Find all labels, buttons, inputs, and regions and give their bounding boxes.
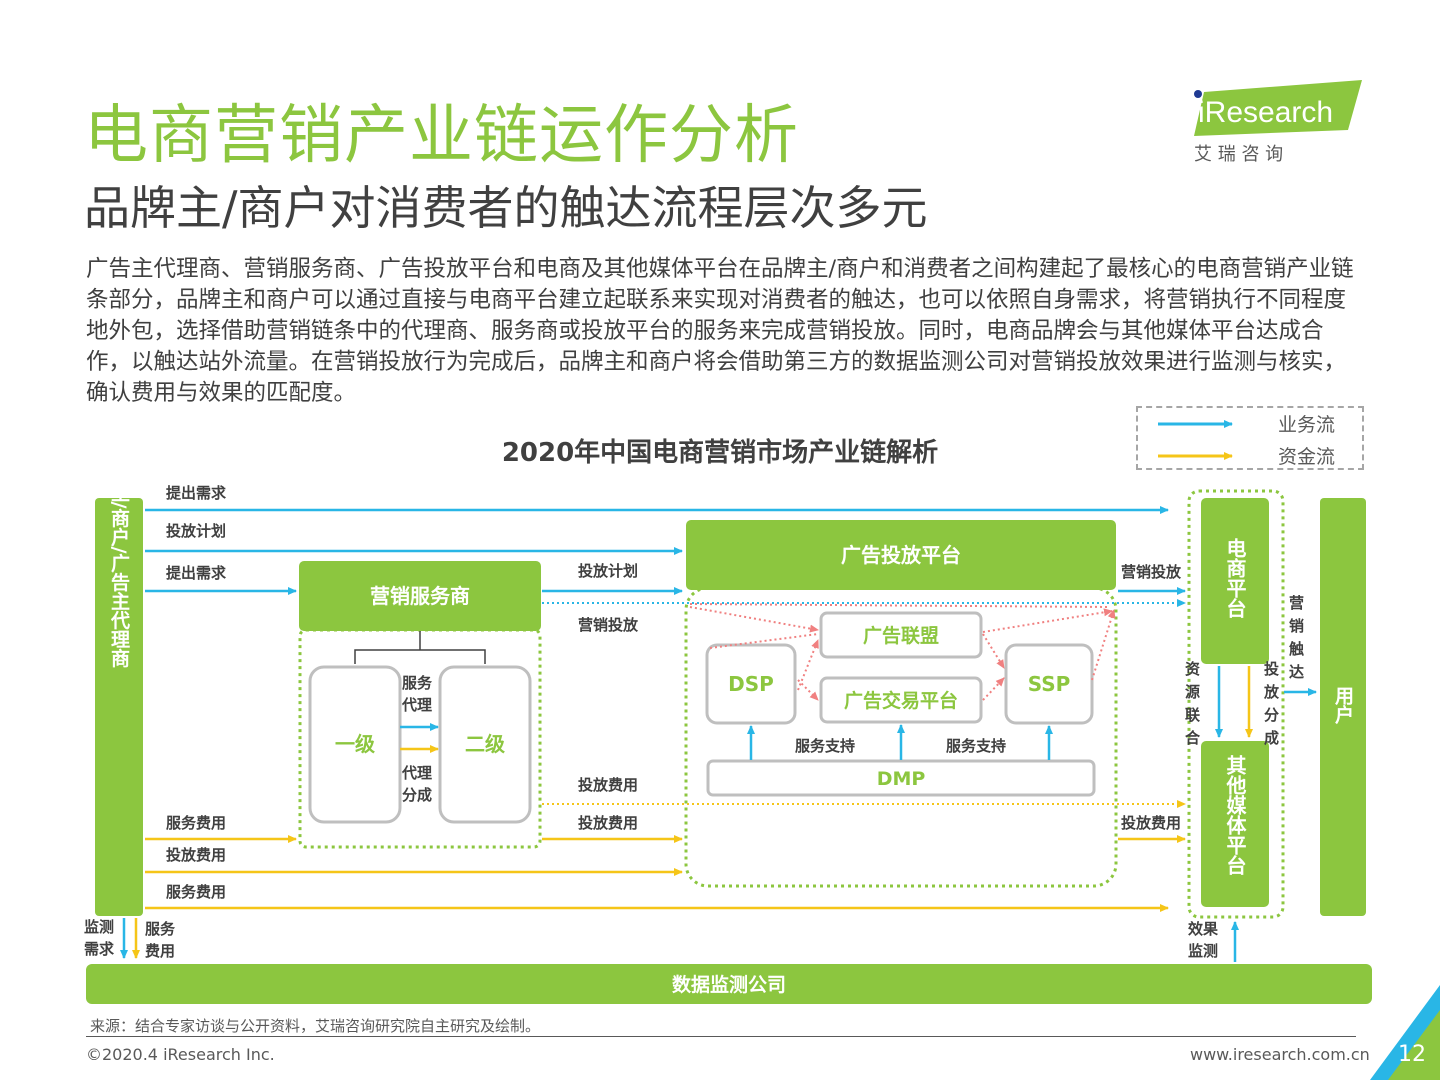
ssp-label: SSP [1028,672,1071,696]
label-effect-monitor: 效果监测 [1188,920,1219,960]
level2-node [438,665,532,824]
brand-node-label: 品牌主/商户/广告主代理商 [108,444,131,667]
page-number: 12 [1398,1042,1426,1067]
dsp-label: DSP [728,672,774,696]
logo-brand-text: iResearch [1198,96,1333,129]
label-service-fee-bottom: 服务费用 [145,920,176,960]
resource-link-label: 资源联合 [1185,660,1201,747]
logo-cn-text: 艾 瑞 咨 询 [1194,144,1283,165]
ad-exchange-node [819,676,983,724]
dsp-node [705,643,797,725]
corner-decoration-green [1388,1010,1440,1080]
label-fee-delivery-2: 投放费用 [578,814,638,832]
page-subtitle: 品牌主/商户对消费者的触达流程层次多元 [84,181,928,235]
label-fee-service-2: 服务费用 [166,883,226,901]
level-connector [354,649,486,664]
marketing-service-label: 营销服务商 [370,584,470,608]
other-media-label: 其他媒体平台 [1223,754,1247,875]
level2-label: 二级 [465,732,505,756]
label-plan-2: 投放计划 [578,562,638,580]
ssp-node [1004,643,1094,725]
media-dotted-frame [1187,489,1285,919]
brand-node [95,498,143,916]
marketing-reach-label: 营销触达 [1289,594,1305,681]
dmp-node [706,759,1096,797]
other-media-node [1201,741,1269,907]
ecommerce-label: 电商平台 [1223,538,1247,618]
marketing-service-node [299,561,541,631]
label-fee-delivery-4: 投放费用 [166,846,226,864]
ad-platform-dotted-frame [684,586,1118,888]
level1-node [308,665,402,824]
label-fee-service-1: 服务费用 [166,814,226,832]
page-title: 电商营销产业链运作分析 [84,99,799,173]
dmp-label: DMP [877,768,926,790]
legend [1136,406,1364,470]
label-marketing-delivery-2: 营销投放 [1121,563,1182,581]
delivery-share-label: 投放分成 [1264,660,1280,747]
users-node-label: 用户 [1332,686,1354,725]
ecommerce-node [1201,498,1269,664]
label-fee-delivery-3: 投放费用 [1121,814,1181,832]
ad-exchange-label: 广告交易平台 [844,689,958,712]
label-demand-1: 提出需求 [166,484,227,502]
legend-fund-label: 资金流 [1278,446,1335,468]
service-support-label-1: 服务支持 [795,737,855,755]
footer-divider [86,1036,1356,1037]
label-monitor-demand: 监测需求 [84,918,115,958]
users-node [1320,498,1366,916]
source-note: 来源：结合专家访谈与公开资料，艾瑞咨询研究院自主研究及绘制。 [90,1017,541,1035]
iresearch-logo: iResearch 艾 瑞 咨 询 [1194,80,1362,165]
level1-label: 一级 [335,732,375,756]
label-plan-1: 投放计划 [166,522,226,540]
body-paragraph: 广告主代理商、营销服务商、广告投放平台和电商及其他媒体平台在品牌主/商户和消费者… [86,256,1354,406]
legend-business-label: 业务流 [1278,414,1335,436]
ad-platform-node [686,520,1116,590]
service-support-label-2: 服务支持 [946,737,1006,755]
service-agent-label: 服务代理 [402,674,433,714]
data-monitor-label: 数据监测公司 [672,973,786,996]
label-fee-delivery-1: 投放费用 [578,776,638,794]
label-demand-2: 提出需求 [166,564,227,582]
agent-share-label: 代理分成 [402,764,433,804]
website-link[interactable]: www.iresearch.com.cn [1190,1045,1370,1064]
copyright: ©2020.4 iResearch Inc. [86,1045,275,1064]
ad-platform-label: 广告投放平台 [841,543,961,567]
ad-alliance-node [819,611,983,659]
ad-alliance-label: 广告联盟 [863,624,939,647]
label-marketing-delivery-1: 营销投放 [578,616,639,634]
diagram-title: 2020年中国电商营销市场产业链解析 [501,438,939,468]
data-monitor-node [86,964,1372,1004]
